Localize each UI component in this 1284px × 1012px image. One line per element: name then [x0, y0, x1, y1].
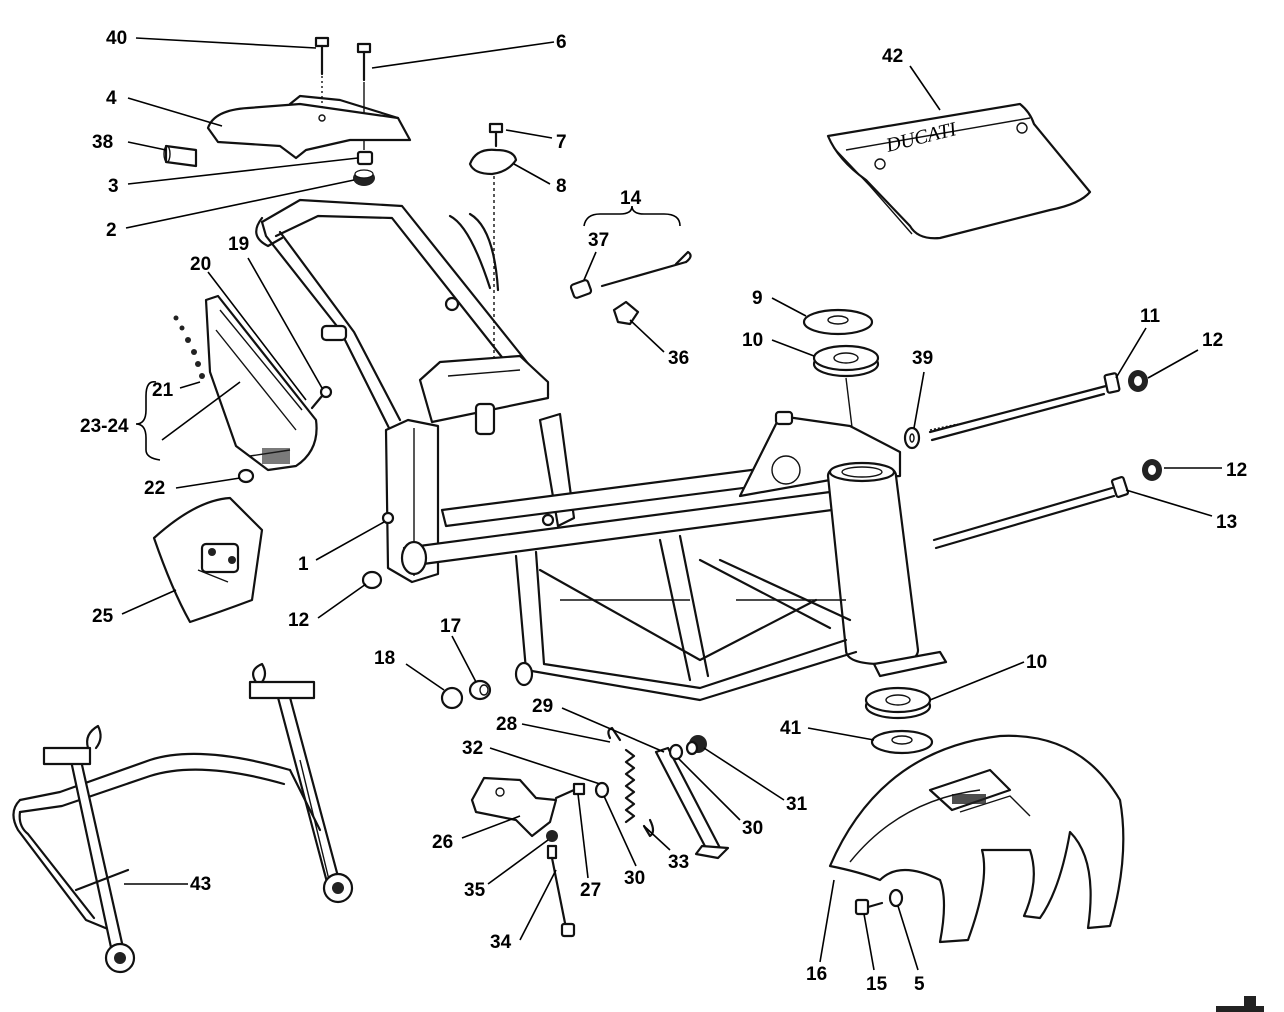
callout-28: 28: [496, 714, 517, 735]
part-bearing-10-upper: [812, 344, 880, 378]
callout-1: 1: [298, 554, 309, 575]
part-bolt-11: [928, 372, 1121, 442]
callout-27: 27: [580, 880, 601, 901]
part-plug-17: [468, 679, 492, 701]
callout-5: 5: [914, 974, 925, 995]
part-pad-8: [468, 148, 518, 176]
callout-22: 22: [144, 478, 165, 499]
callout-labels: 40 6 4 38 3 2 7 8 14 37 42 9 10 36 39 11…: [80, 28, 1247, 995]
callout-10-upper: 10: [742, 330, 763, 351]
part-bolt-6: [356, 42, 372, 82]
part-washer-41: [870, 729, 934, 755]
part-clip-36: [612, 300, 640, 326]
part-bolt-7: [488, 122, 504, 148]
part-screw-19: [310, 385, 333, 410]
part-pad-35: [546, 830, 558, 842]
callout-33: 33: [668, 852, 689, 873]
leader-lines: [121, 37, 1222, 971]
callout-36: 36: [668, 348, 689, 369]
part-bolt-27: [554, 782, 586, 800]
callout-32: 32: [462, 738, 483, 759]
part-key-14: [569, 250, 692, 299]
callout-16: 16: [806, 964, 827, 985]
callout-15: 15: [866, 974, 888, 995]
callout-41: 41: [780, 718, 802, 739]
callout-2: 2: [106, 220, 117, 241]
corner-mark: [1216, 996, 1264, 1012]
callout-18: 18: [374, 648, 395, 669]
callout-37: 37: [588, 230, 609, 251]
callout-3: 3: [108, 176, 119, 197]
callout-34: 34: [490, 932, 512, 953]
callout-29: 29: [532, 696, 553, 717]
callout-30-right: 30: [742, 818, 763, 839]
part-tool-bag-42: DUCATI: [826, 102, 1092, 240]
part-cap-18: [440, 686, 464, 710]
part-bolt-40: [314, 36, 330, 76]
part-sleeve-38: [163, 144, 198, 168]
callout-12-mid: 12: [1226, 460, 1247, 481]
part-spring-28: [607, 726, 655, 838]
part-washer-39: [903, 426, 921, 450]
part-main-frame-1: [255, 198, 948, 702]
part-bearing-10-lower: [864, 686, 932, 720]
part-damper-2: [353, 169, 375, 186]
part-nut-12-b: [1142, 459, 1162, 481]
callout-17: 17: [440, 616, 461, 637]
part-grommet-22: [237, 468, 255, 484]
callout-6: 6: [556, 32, 567, 53]
part-nut-12-a: [1128, 370, 1148, 392]
part-washer-30-a: [594, 781, 610, 799]
part-bolt-15: [854, 898, 884, 916]
callout-12-frame: 12: [288, 610, 309, 631]
callout-38: 38: [92, 132, 113, 153]
callout-12-top: 12: [1202, 330, 1223, 351]
part-paddock-stand-43: [12, 662, 354, 974]
part-nut-31: [685, 735, 707, 756]
part-stand-bracket-26: [470, 776, 558, 838]
callout-10-lower: 10: [1026, 652, 1047, 673]
callout-8: 8: [556, 176, 567, 197]
callout-11: 11: [1140, 306, 1161, 327]
callout-23-24: 23-24: [80, 416, 129, 437]
part-switch-34: [546, 844, 576, 938]
callout-35: 35: [464, 880, 486, 901]
callout-43: 43: [190, 874, 211, 895]
callout-19: 19: [228, 234, 249, 255]
callout-40: 40: [106, 28, 127, 49]
callout-39: 39: [912, 348, 933, 369]
part-rivet-strip-21: [173, 315, 205, 379]
part-bolt-13: [932, 476, 1130, 550]
part-side-cover-20: [204, 294, 318, 472]
callout-7: 7: [556, 132, 567, 153]
callout-31: 31: [786, 794, 808, 815]
callout-4: 4: [106, 88, 117, 109]
part-plug-12-c: [361, 570, 383, 590]
part-mudguard-16: [828, 734, 1125, 944]
callout-21: 21: [152, 380, 174, 401]
part-washer-30-b: [668, 743, 684, 761]
part-cover-plate-4: [206, 94, 412, 160]
callout-30-left: 30: [624, 868, 645, 889]
callout-20: 20: [190, 254, 211, 275]
part-washer-5: [888, 888, 904, 908]
part-washer-9: [802, 308, 874, 336]
callout-42: 42: [882, 46, 903, 67]
callout-13: 13: [1216, 512, 1237, 533]
part-fairing-25: [152, 496, 264, 624]
callout-14: 14: [620, 188, 642, 209]
part-side-stand-29: [654, 746, 730, 860]
callout-9: 9: [752, 288, 763, 309]
part-bush-3: [356, 150, 374, 166]
callout-26: 26: [432, 832, 453, 853]
callout-25: 25: [92, 606, 114, 627]
